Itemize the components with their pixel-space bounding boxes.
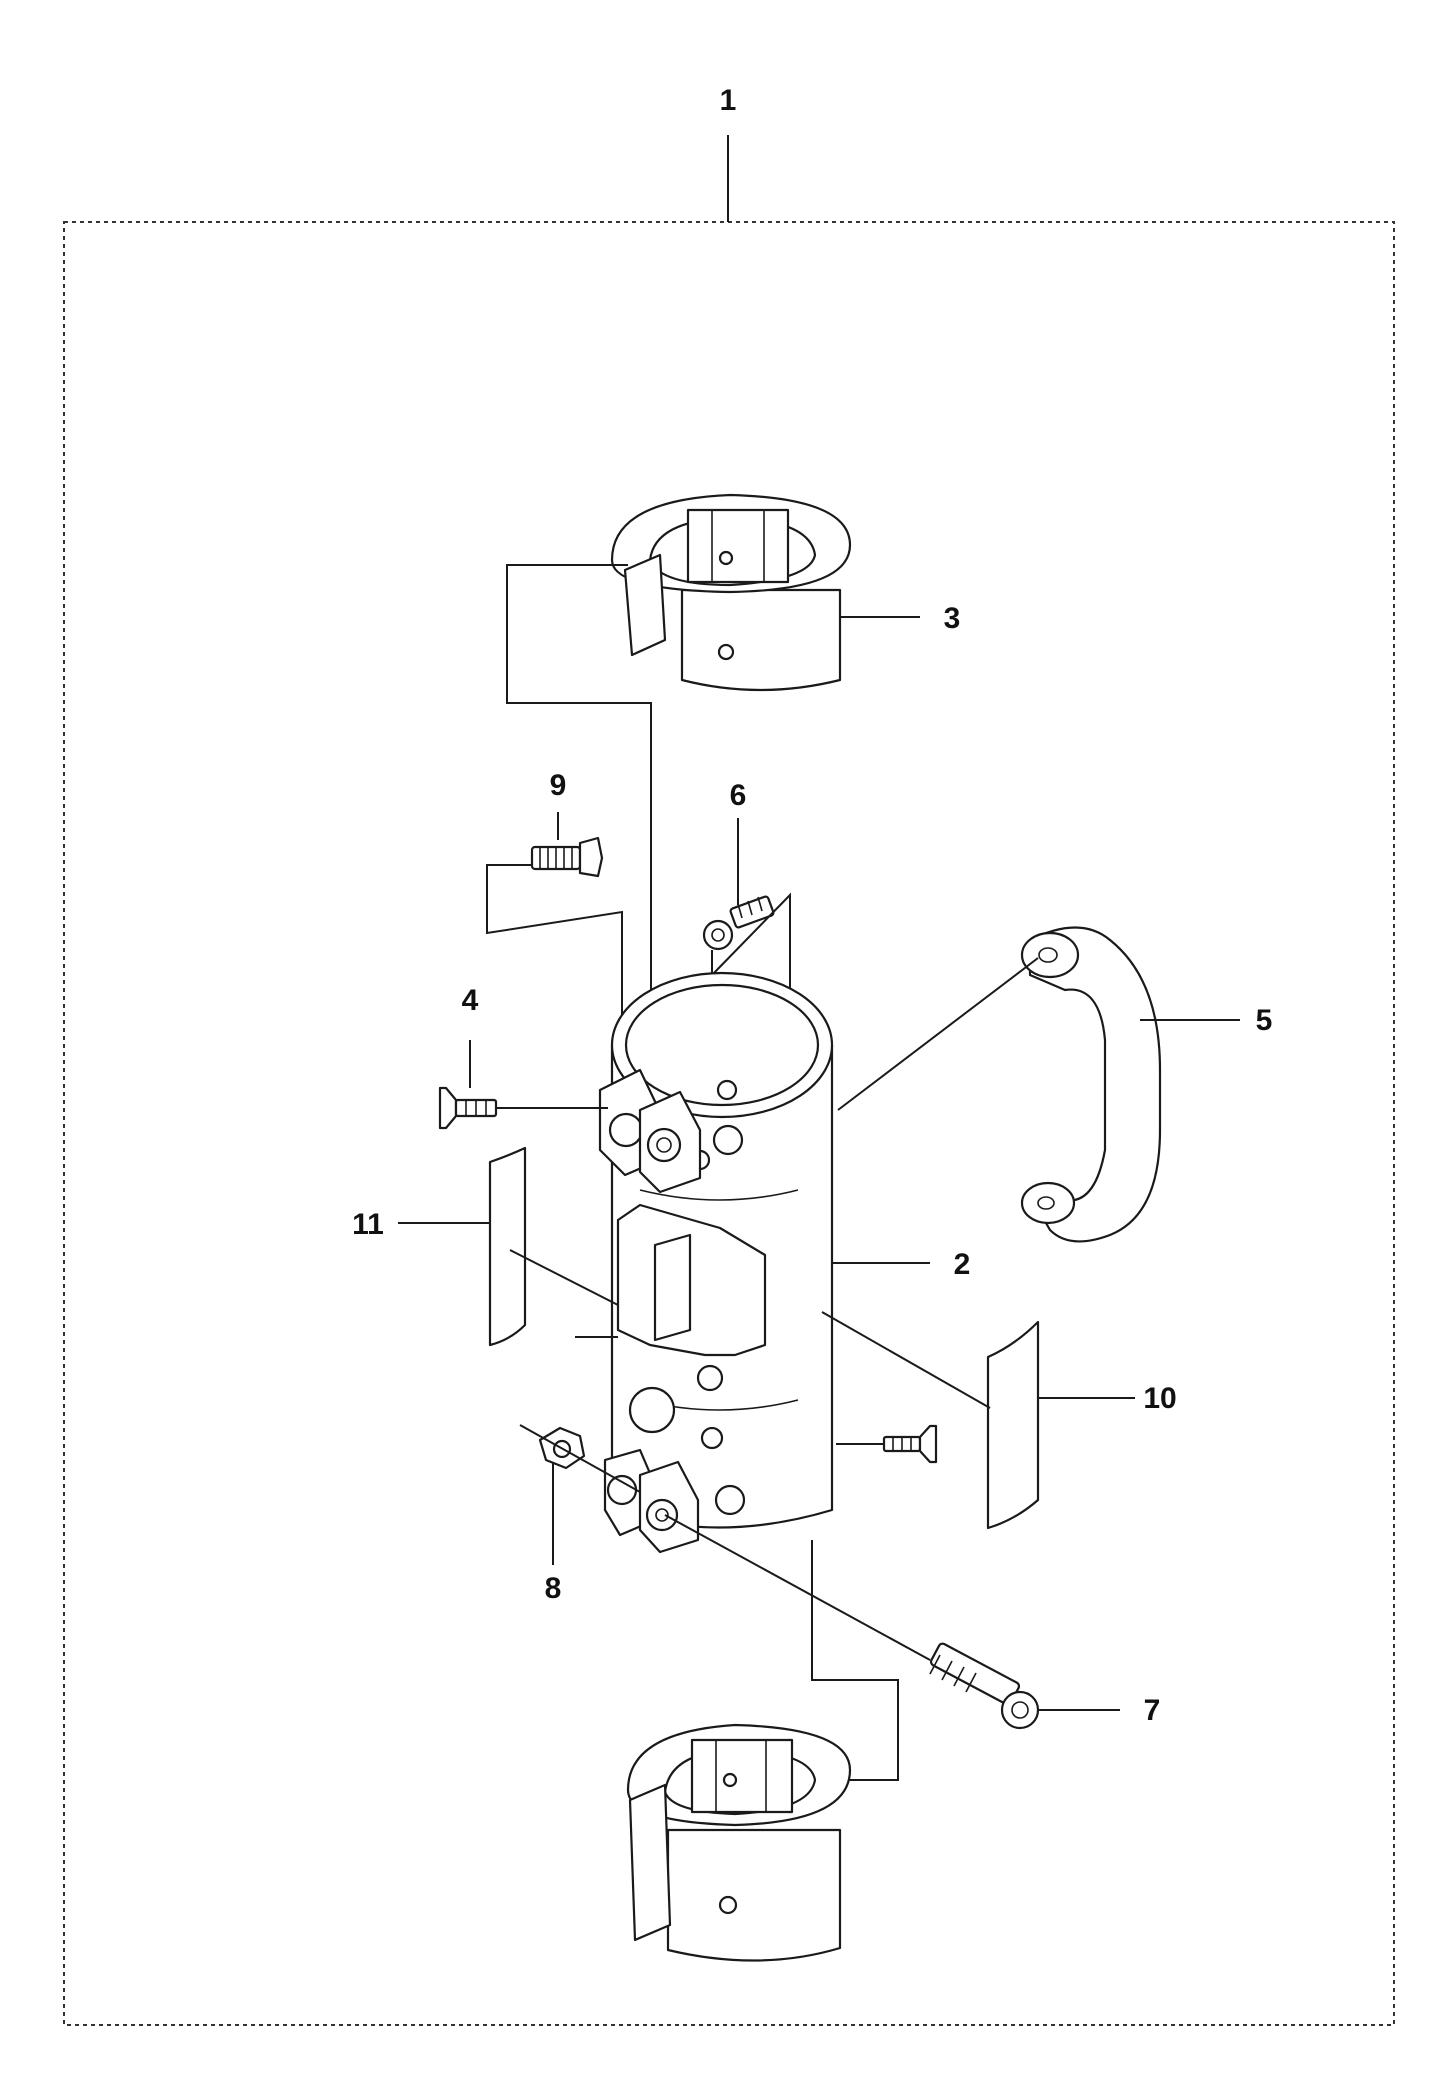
callout-11: 11: [352, 1208, 384, 1241]
part-3-lower-clamp: [626, 1723, 852, 1962]
callout-8: 8: [545, 1572, 562, 1605]
callout-2: 2: [954, 1248, 971, 1281]
callout-1: 1: [720, 84, 737, 117]
part-3-upper-clamp: [610, 493, 852, 692]
part-6-screw: [702, 895, 775, 951]
part-2-clamp-body: [598, 971, 834, 1554]
callout-10: 10: [1143, 1382, 1176, 1415]
leader-assembly-10-to-2: [821, 1311, 991, 1409]
callout-5: 5: [1256, 1004, 1273, 1037]
leader-assembly-3-to-2: [506, 564, 652, 1080]
callout-6: 6: [730, 779, 747, 812]
part-9-screw: [530, 836, 604, 878]
leader-assembly-9-to-2: [486, 864, 623, 1080]
callout-9: 9: [550, 769, 567, 802]
leader-assembly-5-to-2: [837, 957, 1039, 1111]
callout-7: 7: [1144, 1694, 1161, 1727]
leader-assembly-8-line: [519, 1424, 641, 1493]
part-7-cap-screw: [929, 1642, 1040, 1730]
callout-4: 4: [462, 984, 479, 1017]
part-5-handle: [1020, 926, 1162, 1243]
part-11-label-strip: [488, 1146, 527, 1347]
leader-assembly-7-to-2: [664, 1514, 931, 1661]
part-4-screw-second: [882, 1424, 938, 1464]
leader-assembly-2-to-lower-clamp: [811, 1540, 899, 1781]
leader-assembly-11-to-2: [509, 1249, 619, 1306]
leader-assembly-6-to-2: [711, 892, 791, 1060]
part-4-screw: [438, 1086, 498, 1130]
callout-3: 3: [944, 602, 961, 635]
part-10-label-strip: [986, 1320, 1040, 1530]
